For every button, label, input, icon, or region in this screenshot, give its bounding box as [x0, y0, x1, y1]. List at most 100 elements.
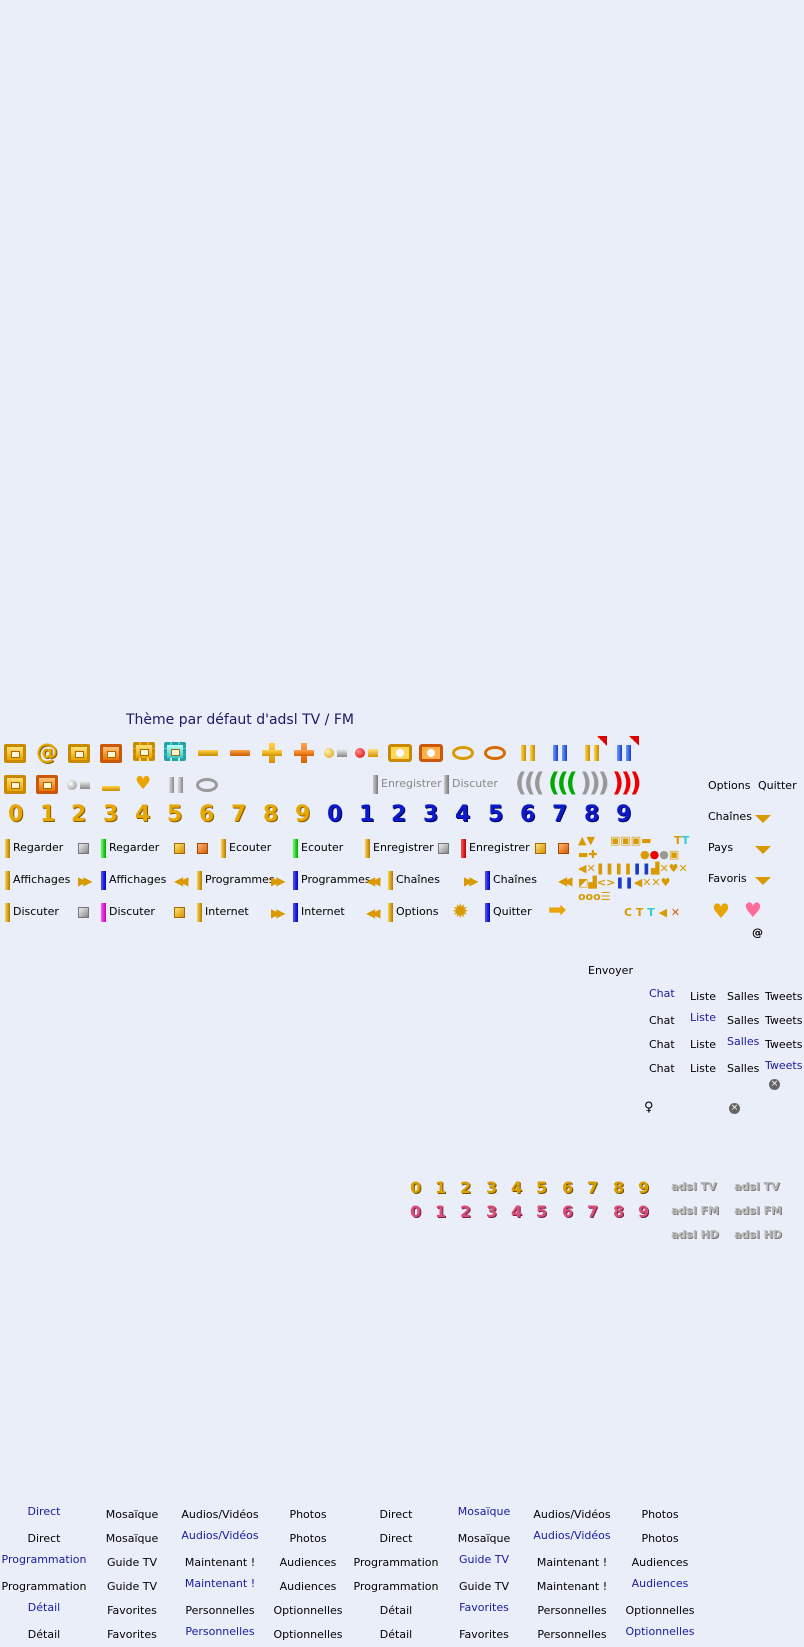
- plus-icon[interactable]: [262, 743, 282, 763]
- watch-active-button[interactable]: Regarder: [101, 838, 159, 858]
- stop-yellow-icon[interactable]: [174, 843, 185, 854]
- side-options[interactable]: Options: [708, 779, 751, 792]
- nav-tab-audiences[interactable]: Audiences: [279, 1556, 337, 1569]
- digit-yellow-6[interactable]: 6: [199, 802, 215, 827]
- nav-tab-photos[interactable]: Photos: [289, 1532, 327, 1545]
- nav-tab-détail[interactable]: Détail: [27, 1601, 61, 1614]
- fast-forward-icon[interactable]: ▶▶: [464, 874, 479, 888]
- mini-arrows-icon[interactable]: ◩▟<>❚❚◀✕✕♥: [578, 876, 671, 889]
- heart-gold-icon[interactable]: ♥: [712, 899, 730, 923]
- digit-yellow-5[interactable]: 5: [167, 802, 183, 827]
- listen-active-button[interactable]: Ecouter: [293, 838, 343, 858]
- chat-tab-tweets[interactable]: Tweets: [765, 1038, 803, 1051]
- window-orange-icon[interactable]: [100, 744, 122, 763]
- small-digit-yellow-9[interactable]: 9: [638, 1178, 650, 1197]
- mini-record-icon[interactable]: ●●●▣: [640, 848, 680, 861]
- stop-yellow-icon[interactable]: [174, 907, 185, 918]
- mosaic-teal-icon[interactable]: [164, 742, 186, 761]
- close-icon[interactable]: ×: [729, 1103, 740, 1114]
- digit-blue-5[interactable]: 5: [488, 802, 504, 827]
- displays-active-button[interactable]: Affichages: [101, 870, 166, 890]
- chat-tab-chat[interactable]: Chat: [649, 1062, 675, 1075]
- small-digit-pink-4[interactable]: 4: [511, 1202, 523, 1221]
- fast-forward-icon[interactable]: ▶▶: [78, 874, 93, 888]
- internet-button[interactable]: Internet: [197, 902, 249, 922]
- nav-tab-direct[interactable]: Direct: [27, 1505, 61, 1518]
- nav-tab-audiences[interactable]: Audiences: [631, 1577, 689, 1590]
- nav-tab-favorites[interactable]: Favorites: [107, 1628, 157, 1641]
- nav-tab-maintenant-[interactable]: Maintenant !: [536, 1580, 608, 1593]
- chat-tab-salles[interactable]: Salles: [727, 990, 760, 1003]
- minus-icon[interactable]: [198, 750, 218, 756]
- at-icon[interactable]: @: [36, 740, 58, 765]
- options-button[interactable]: Options: [388, 902, 438, 922]
- small-digit-yellow-3[interactable]: 3: [486, 1178, 498, 1197]
- digit-blue-6[interactable]: 6: [520, 802, 536, 827]
- nav-tab-optionnelles[interactable]: Optionnelles: [625, 1604, 695, 1617]
- record-button[interactable]: Enregistrer: [365, 838, 434, 858]
- nav-tab-maintenant-[interactable]: Maintenant !: [184, 1556, 256, 1569]
- digit-yellow-8[interactable]: 8: [263, 802, 279, 827]
- nav-tab-photos[interactable]: Photos: [289, 1508, 327, 1521]
- nav-tab-programmation[interactable]: Programmation: [353, 1580, 439, 1593]
- chat-tab-tweets[interactable]: Tweets: [765, 1059, 803, 1072]
- chat-tab-tweets[interactable]: Tweets: [765, 1014, 803, 1027]
- minus-orange-icon[interactable]: [230, 750, 250, 756]
- chat-active-button[interactable]: Discuter: [101, 902, 155, 922]
- chat-tab-chat[interactable]: Chat: [649, 1038, 675, 1051]
- nav-tab-direct[interactable]: Direct: [379, 1508, 413, 1521]
- digit-yellow-0[interactable]: 0: [8, 802, 24, 827]
- side-channels[interactable]: Chaînes: [708, 810, 752, 823]
- nav-tab-audiences[interactable]: Audiences: [279, 1580, 337, 1593]
- chat-tab-salles[interactable]: Salles: [727, 1014, 760, 1027]
- small-digit-yellow-2[interactable]: 2: [460, 1178, 472, 1197]
- nav-tab-détail[interactable]: Détail: [379, 1628, 413, 1641]
- digit-blue-8[interactable]: 8: [584, 802, 600, 827]
- pause-blue-icon[interactable]: [552, 745, 568, 761]
- rewind-icon[interactable]: ◀◀: [366, 906, 381, 920]
- stop-orange-icon[interactable]: [558, 843, 569, 854]
- user-icon[interactable]: ♀: [644, 1100, 654, 1115]
- small-window-orange-icon[interactable]: [36, 775, 58, 794]
- camera-orange-icon[interactable]: [419, 744, 443, 762]
- record-off-icon[interactable]: [324, 747, 350, 759]
- nav-tab-personnelles[interactable]: Personnelles: [185, 1604, 255, 1617]
- chat-bubble-grey-icon[interactable]: [196, 778, 218, 792]
- nav-tab-optionnelles[interactable]: Optionnelles: [273, 1604, 343, 1617]
- gear-icon[interactable]: ✹: [452, 899, 469, 923]
- nav-tab-optionnelles[interactable]: Optionnelles: [273, 1628, 343, 1641]
- mini-chat-icon[interactable]: ооо☰: [578, 890, 611, 903]
- nav-tab-optionnelles[interactable]: Optionnelles: [625, 1625, 695, 1638]
- fast-forward-icon[interactable]: ▶▶: [271, 906, 286, 920]
- screen-icon[interactable]: [4, 744, 26, 763]
- nav-tab-maintenant-[interactable]: Maintenant !: [536, 1556, 608, 1569]
- nav-tab-maintenant-[interactable]: Maintenant !: [184, 1577, 256, 1590]
- chat-tab-tweets[interactable]: Tweets: [765, 990, 803, 1003]
- digit-yellow-9[interactable]: 9: [295, 802, 311, 827]
- rewind-icon[interactable]: ◀◀: [366, 874, 381, 888]
- nav-tab-mosaïque[interactable]: Mosaïque: [105, 1508, 159, 1521]
- dropdown-favorites-icon[interactable]: [755, 877, 771, 885]
- small-digit-pink-5[interactable]: 5: [536, 1202, 548, 1221]
- programs-active-button[interactable]: Programmes: [293, 870, 371, 890]
- chat-bubble-orange-icon[interactable]: [484, 746, 506, 760]
- nav-tab-guide-tv[interactable]: Guide TV: [458, 1553, 510, 1566]
- nav-tab-guide-tv[interactable]: Guide TV: [106, 1580, 158, 1593]
- small-digit-yellow-4[interactable]: 4: [511, 1178, 523, 1197]
- nav-tab-audios-vidéos[interactable]: Audios/Vidéos: [181, 1508, 259, 1521]
- channels-button[interactable]: Chaînes: [388, 870, 440, 890]
- dropdown-channels-icon[interactable]: [755, 815, 771, 823]
- pause-blue-flag-icon[interactable]: [616, 745, 632, 761]
- small-digit-yellow-0[interactable]: 0: [410, 1178, 422, 1197]
- at-small-icon[interactable]: @: [752, 926, 763, 939]
- small-digit-pink-8[interactable]: 8: [613, 1202, 625, 1221]
- nav-tab-programmation[interactable]: Programmation: [1, 1580, 87, 1593]
- digit-yellow-4[interactable]: 4: [135, 802, 151, 827]
- nav-tab-photos[interactable]: Photos: [641, 1532, 679, 1545]
- internet-active-button[interactable]: Internet: [293, 902, 345, 922]
- side-country[interactable]: Pays: [708, 841, 734, 854]
- digit-blue-3[interactable]: 3: [423, 802, 439, 827]
- nav-tab-guide-tv[interactable]: Guide TV: [106, 1556, 158, 1569]
- toggle-off-icon[interactable]: [67, 779, 93, 791]
- chat-tab-salles[interactable]: Salles: [727, 1062, 760, 1075]
